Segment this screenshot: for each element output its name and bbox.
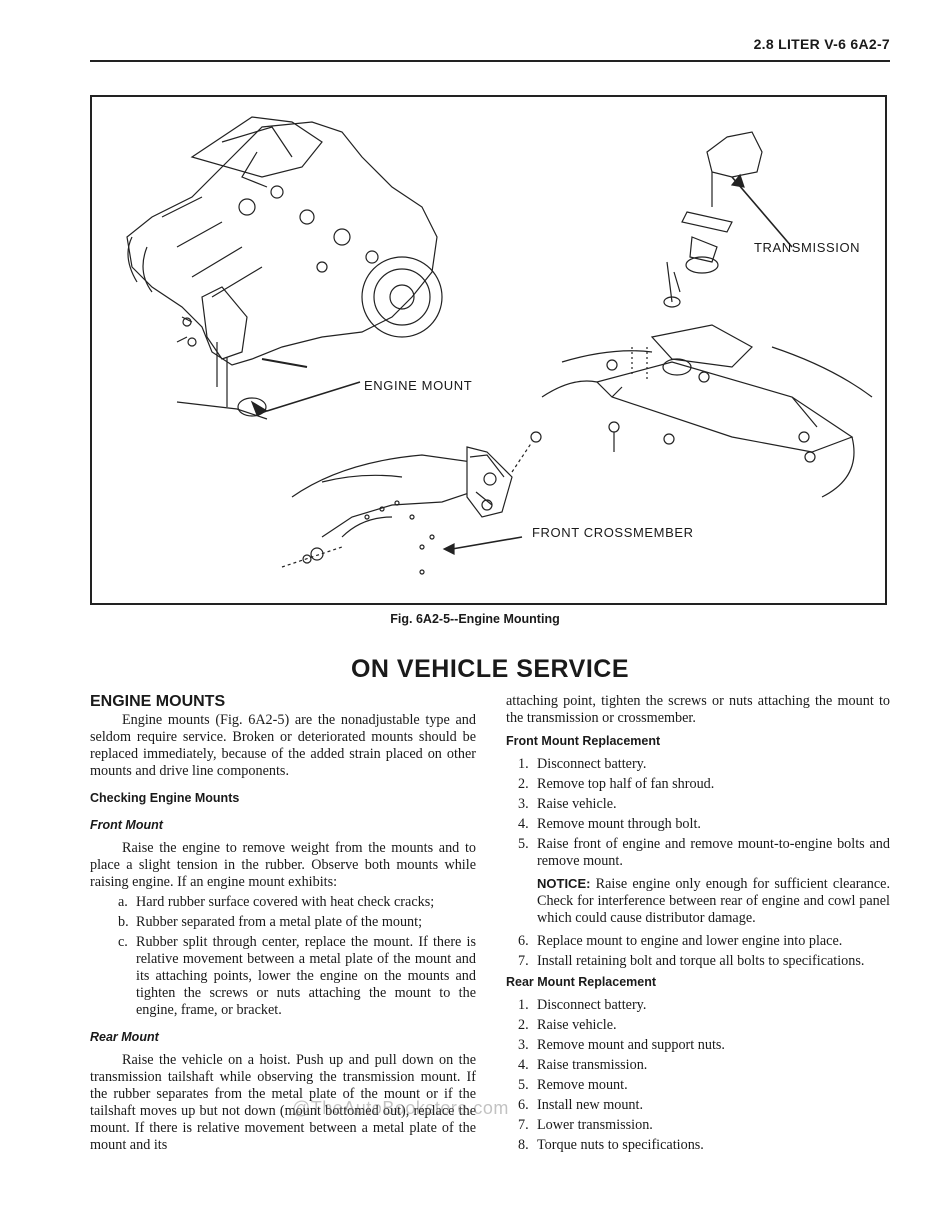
list-text: Remove top half of fan shroud.: [537, 776, 715, 792]
list-item: a. Hard rubber surface covered with heat …: [90, 894, 476, 911]
list-item: 8. Torque nuts to specifications.: [506, 1137, 890, 1154]
list-item: 4. Raise transmission.: [506, 1057, 890, 1074]
list-item: 6. Install new mount.: [506, 1097, 890, 1114]
list-item: 7. Lower transmission.: [506, 1117, 890, 1134]
list-marker: 1.: [518, 997, 529, 1013]
list-item: 4. Remove mount through bolt.: [506, 816, 890, 833]
callout-transmission: TRANSMISSION: [754, 240, 861, 255]
paragraph-rear-mount: Raise the vehicle on a hoist. Push up an…: [90, 1052, 476, 1153]
list-text: Disconnect battery.: [537, 997, 647, 1013]
list-marker: 3.: [518, 796, 529, 812]
crossmember-drawing: [281, 431, 542, 575]
list-text: Lower transmission.: [537, 1117, 653, 1133]
list-item: 2. Remove top half of fan shroud.: [506, 776, 890, 793]
engine-mounting-illustration: [126, 116, 873, 575]
list-item: 7. Install retaining bolt and torque all …: [506, 953, 890, 970]
list-marker: 6.: [518, 933, 529, 949]
list-item: b. Rubber separated from a metal plate of…: [90, 914, 476, 931]
list-marker: 6.: [518, 1097, 529, 1113]
list-text: Remove mount and support nuts.: [537, 1037, 725, 1053]
figure-caption: Fig. 6A2-5--Engine Mounting: [390, 612, 560, 626]
header-rule: [90, 60, 890, 62]
list-text: Disconnect battery.: [537, 756, 647, 772]
list-marker: 5.: [518, 836, 529, 852]
list-text: Rubber split through center, replace the…: [136, 934, 476, 1018]
list-text: Hard rubber surface covered with heat ch…: [136, 894, 435, 910]
paragraph-continuation: attaching point, tighten the screws or n…: [506, 693, 890, 726]
notice: NOTICE: Raise engine only enough for suf…: [537, 875, 890, 927]
page-header: 2.8 LITER V-6 6A2-7: [753, 36, 890, 52]
list-text: Torque nuts to specifications.: [537, 1137, 704, 1153]
list-marker: b.: [118, 914, 129, 930]
list-marker: 4.: [518, 816, 529, 832]
watermark: @TheAutoBookstore.com: [292, 1098, 509, 1118]
section-title: ON VEHICLE SERVICE: [350, 655, 630, 683]
list-marker: c.: [118, 934, 128, 950]
callout-front-crossmember: FRONT CROSSMEMBER: [532, 525, 694, 540]
list-text: Remove mount.: [537, 1077, 628, 1093]
list-text: Install retaining bolt and torque all bo…: [537, 953, 865, 969]
list-marker: 2.: [518, 776, 529, 792]
list-text: Raise vehicle.: [537, 796, 617, 812]
list-text: Rubber separated from a metal plate of t…: [136, 914, 423, 930]
heading-rear-mount-replacement: Rear Mount Replacement: [506, 975, 657, 989]
list-marker: 5.: [518, 1077, 529, 1093]
list-item: 6. Replace mount to engine and lower engi…: [506, 933, 890, 950]
notice-text: Raise engine only enough for sufficient …: [537, 876, 890, 926]
list-text: Raise transmission.: [537, 1057, 648, 1073]
paragraph-intro: Engine mounts (Fig. 6A2-5) are the nonad…: [90, 712, 476, 779]
list-item: c. Rubber split through center, replace t…: [90, 934, 476, 1019]
list-marker: 7.: [518, 953, 529, 969]
callout-engine-mount: ENGINE MOUNT: [364, 378, 473, 393]
engine-drawing: [126, 116, 443, 420]
list-item: 2. Raise vehicle.: [506, 1017, 890, 1034]
list-text: Raise front of engine and remove mount-t…: [537, 836, 890, 869]
list-marker: 1.: [518, 756, 529, 772]
list-marker: a.: [118, 894, 128, 910]
paragraph-front-mount: Raise the engine to remove weight from t…: [90, 840, 476, 890]
list-marker: 2.: [518, 1017, 529, 1033]
list-marker: 4.: [518, 1057, 529, 1073]
front-replacement-steps-continued: 6. Replace mount to engine and lower engi…: [506, 933, 890, 970]
list-item: 5. Remove mount.: [506, 1077, 890, 1094]
rear-replacement-steps: 1. Disconnect battery. 2. Raise vehicle. 3…: [506, 997, 890, 1154]
list-item: 1. Disconnect battery.: [506, 756, 890, 773]
list-text: Raise vehicle.: [537, 1017, 617, 1033]
list-marker: 8.: [518, 1137, 529, 1153]
front-replacement-steps: 1. Disconnect battery. 2. Remove top half …: [506, 756, 890, 870]
heading-front-mount: Front Mount: [90, 818, 163, 832]
left-column: ENGINE MOUNTS Engine mounts (Fig. 6A2-5)…: [90, 693, 476, 1154]
list-item: 5. Raise front of engine and remove mount…: [506, 836, 890, 870]
list-item: 1. Disconnect battery.: [506, 997, 890, 1014]
list-text: Install new mount.: [537, 1097, 643, 1113]
figure-engine-mounting: TRANSMISSION ENGINE MOUNT FRONT CROSSMEM…: [90, 95, 887, 605]
transmission-mount-drawing: [541, 131, 873, 498]
heading-front-mount-replacement: Front Mount Replacement: [506, 734, 661, 748]
list-text: Remove mount through bolt.: [537, 816, 701, 832]
list-marker: 3.: [518, 1037, 529, 1053]
heading-rear-mount: Rear Mount: [90, 1030, 159, 1044]
right-column: attaching point, tighten the screws or n…: [506, 693, 890, 1157]
notice-label: NOTICE:: [537, 876, 591, 891]
list-marker: 7.: [518, 1117, 529, 1133]
heading-checking-engine-mounts: Checking Engine Mounts: [90, 791, 240, 805]
conditions-list: a. Hard rubber surface covered with heat …: [90, 894, 476, 1019]
list-text: Replace mount to engine and lower engine…: [537, 933, 843, 949]
heading-engine-mounts: ENGINE MOUNTS: [90, 693, 226, 710]
list-item: 3. Raise vehicle.: [506, 796, 890, 813]
list-item: 3. Remove mount and support nuts.: [506, 1037, 890, 1054]
